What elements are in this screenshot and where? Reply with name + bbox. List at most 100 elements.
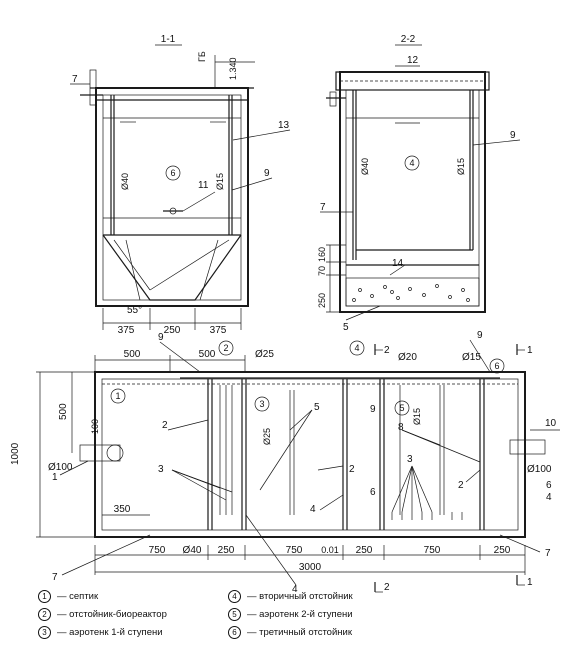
- section-title-2-2: 2-2: [401, 34, 416, 45]
- dia-15-section2: Ø15: [456, 158, 466, 175]
- callout-2-plan-mid: 2: [349, 464, 355, 475]
- legend-text-1: — септик: [57, 591, 99, 602]
- dia-100-outlet: Ø100: [527, 464, 552, 475]
- callout-9-section2: 9: [510, 130, 516, 141]
- dia-15-top: Ø15: [462, 352, 481, 363]
- legend-num-1: 1: [38, 590, 51, 603]
- plan-outline: [94, 371, 526, 538]
- dim-angle: 55°: [127, 305, 142, 316]
- dim-100: 100: [90, 419, 100, 434]
- callout-3-plan-right: 3: [407, 454, 413, 465]
- callout-7-plan-left: 7: [52, 572, 58, 583]
- dim-375-left: 375: [118, 325, 135, 336]
- dim-160: 160: [317, 247, 327, 262]
- section-title-1-1: 1-1: [161, 34, 176, 45]
- dim-500-left: 500: [58, 403, 69, 420]
- callout-11: 11: [198, 180, 209, 191]
- legend-item-6: 6 — третичный отстойник: [228, 626, 352, 639]
- callout-8: 8: [398, 422, 404, 433]
- callout-2-plan: 2: [162, 420, 168, 431]
- callout-9-plan-right: 9: [477, 330, 483, 341]
- legend-num-4: 4: [228, 590, 241, 603]
- legend-num-2: 2: [38, 608, 51, 621]
- zone-5: 5: [399, 403, 404, 413]
- zone-2: 2: [223, 343, 228, 353]
- callout-3-plan-left: 3: [158, 464, 164, 475]
- tank-1-1-outline: [95, 87, 249, 307]
- section-1-1: 1-1 ГБ 1.340: [70, 34, 291, 336]
- legend-item-2: 2 — отстойник-биореактор: [38, 608, 167, 621]
- callout-6-plan-mid: 6: [370, 487, 376, 498]
- callout-6-plan-right: 6: [546, 480, 552, 491]
- callout-4-plan-bottom: 4: [292, 584, 298, 595]
- legend-num-6: 6: [228, 626, 241, 639]
- dim-dia-40: Ø40: [183, 545, 202, 556]
- dim-1000: 1000: [10, 442, 21, 465]
- callout-5-plan: 5: [314, 402, 320, 413]
- section-2-2: 2-2 160: [317, 34, 521, 333]
- dim-500-top-right: 500: [199, 349, 216, 360]
- callout-10: 10: [545, 418, 557, 429]
- zone-6-section: 6: [170, 168, 175, 178]
- dia-20-top: Ø20: [398, 352, 417, 363]
- dim-375-right: 375: [210, 325, 227, 336]
- callout-12: 12: [407, 55, 419, 66]
- callout-9-plan-mid: 9: [370, 404, 376, 415]
- legend-item-3: 3 — аэротенк 1-й ступени: [38, 626, 163, 639]
- dia-100-inlet: Ø100: [48, 462, 73, 473]
- zone-4-plan: 4: [354, 343, 359, 353]
- mark-level: 1.340: [228, 57, 238, 80]
- legend: 1 — септик 2 — отстойник-биореактор 3 — …: [38, 590, 558, 650]
- callout-4-plan-right: 4: [546, 492, 552, 503]
- section-mark-2-bottom: 2: [384, 582, 390, 593]
- dim-750-2: 750: [286, 545, 303, 556]
- dim-250-3: 250: [494, 545, 511, 556]
- callout-9-section1: 9: [264, 168, 270, 179]
- tank-2-2-outline: [339, 71, 486, 313]
- dia-40-section1: Ø40: [120, 173, 130, 190]
- section-mark-1-top: 1: [527, 345, 533, 356]
- dim-250: 250: [164, 325, 181, 336]
- mark-gb: ГБ: [197, 51, 207, 62]
- zone-1: 1: [115, 391, 120, 401]
- dia-40-section2: Ø40: [360, 158, 370, 175]
- dia-15-section1: Ø15: [215, 173, 225, 190]
- dim-350: 350: [114, 504, 131, 515]
- legend-item-5: 5 — аэротенк 2-й ступени: [228, 608, 353, 621]
- legend-text-5: — аэротенк 2-й ступени: [247, 609, 353, 620]
- zone-4-section: 4: [409, 158, 414, 168]
- legend-text-2: — отстойник-биореактор: [57, 609, 167, 620]
- section-mark-1-bottom: 1: [527, 577, 533, 588]
- gravel-fill: [352, 284, 470, 302]
- callout-1-plan: 1: [52, 472, 58, 483]
- callout-9-plan-top: 9: [158, 332, 164, 343]
- callout-3-plan-right-leaders: [391, 465, 433, 513]
- zone-3: 3: [259, 399, 264, 409]
- dim-500-top-left: 500: [124, 349, 141, 360]
- dim-0-01: 0.01: [321, 545, 339, 555]
- callout-7-plan-right: 7: [545, 548, 551, 559]
- dim-70: 70: [317, 266, 327, 276]
- dim-750-3: 750: [424, 545, 441, 556]
- callout-2-plan-right: 2: [458, 480, 464, 491]
- dia-25-top: Ø25: [255, 349, 274, 360]
- legend-item-4: 4 — вторичный отстойник: [228, 590, 353, 603]
- plan-view: 1 2 3 4 5 6 500 500 Ø25 Ø20 Ø15 Ø25 Ø15 …: [10, 330, 560, 595]
- dim-250-2: 250: [356, 545, 373, 556]
- callout-5-section2: 5: [343, 322, 349, 333]
- dim-250-1: 250: [218, 545, 235, 556]
- diffusers-stage-2: [391, 512, 463, 520]
- dim-250-vert: 250: [317, 293, 327, 308]
- legend-text-3: — аэротенк 1-й ступени: [57, 627, 163, 638]
- zone-6-plan: 6: [494, 361, 499, 371]
- callout-7-section1: 7: [72, 74, 78, 85]
- dim-750-1: 750: [149, 545, 166, 556]
- dia-15-vertical: Ø15: [412, 408, 422, 425]
- callout-4-plan-mid: 4: [310, 504, 316, 515]
- legend-num-3: 3: [38, 626, 51, 639]
- section-mark-2-top: 2: [384, 345, 390, 356]
- dim-3000: 3000: [299, 562, 322, 573]
- dia-25-vertical: Ø25: [262, 428, 272, 445]
- legend-text-6: — третичный отстойник: [247, 627, 352, 638]
